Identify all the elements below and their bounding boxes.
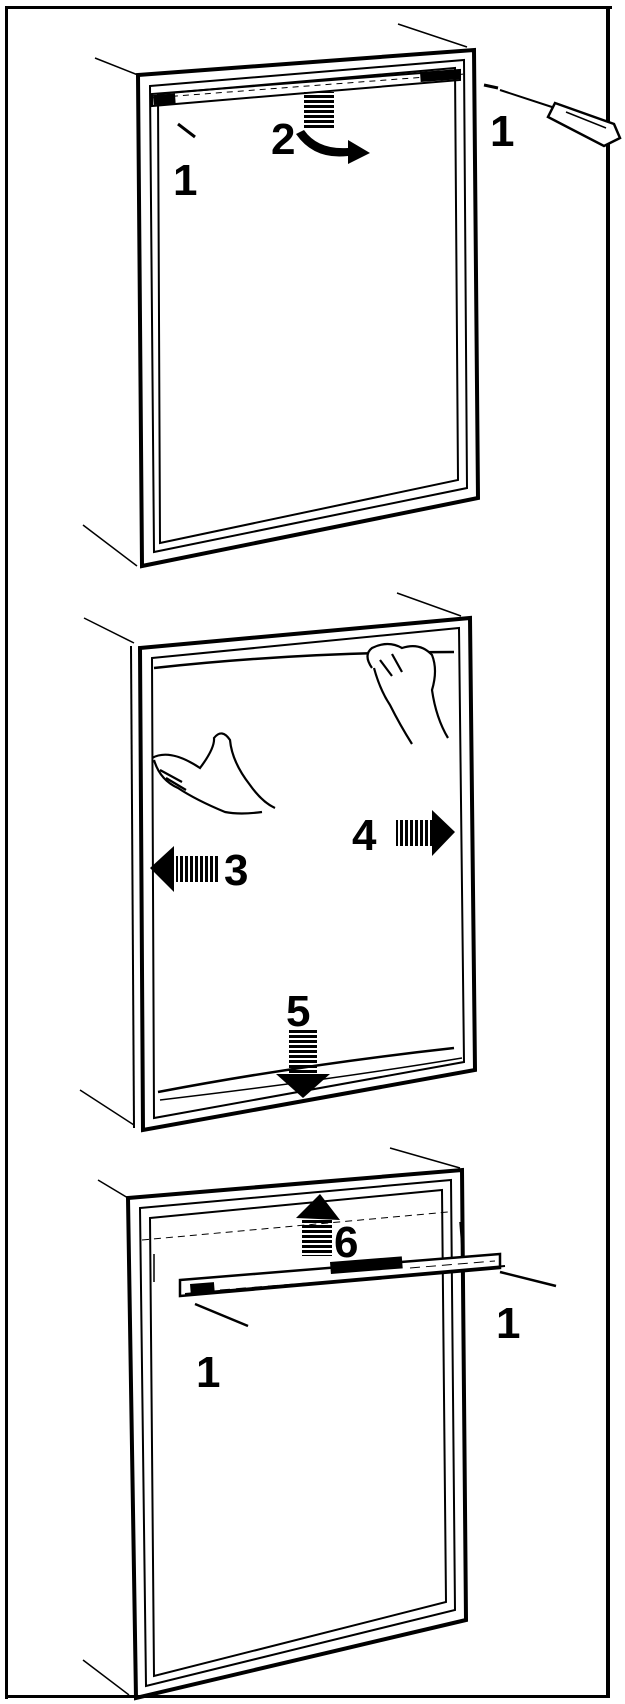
step-label: 5 xyxy=(286,987,310,1036)
slide-arrow-icon xyxy=(296,92,370,164)
down-arrow-icon xyxy=(276,1030,330,1098)
panel-3-top-bar xyxy=(178,1221,506,1298)
panel-1-door xyxy=(82,23,481,569)
bottom-edge-line xyxy=(5,1695,610,1698)
hand-icon xyxy=(151,732,276,815)
screw-icon xyxy=(194,1270,557,1328)
screw-icon xyxy=(177,83,499,139)
step-label: 1 xyxy=(196,1348,220,1397)
up-arrow-icon xyxy=(296,1194,340,1256)
step-label: 1 xyxy=(496,1299,520,1348)
panel-2-door xyxy=(79,592,478,1133)
panel-1-top-bar-detail xyxy=(153,69,461,105)
right-arrow-icon xyxy=(396,810,455,856)
page-border xyxy=(5,6,612,1699)
hand-icon xyxy=(366,642,449,745)
step-label: 2 xyxy=(271,115,295,164)
step-label: 1 xyxy=(173,156,197,205)
panel-3-door xyxy=(82,1147,469,1701)
step-label: 3 xyxy=(224,846,248,895)
left-arrow-icon xyxy=(150,846,218,892)
step-label: 6 xyxy=(334,1218,358,1267)
right-edge-line xyxy=(606,6,610,1698)
step-label: 1 xyxy=(490,107,514,156)
screwdriver-icon xyxy=(499,89,622,148)
step-label: 4 xyxy=(352,811,377,860)
